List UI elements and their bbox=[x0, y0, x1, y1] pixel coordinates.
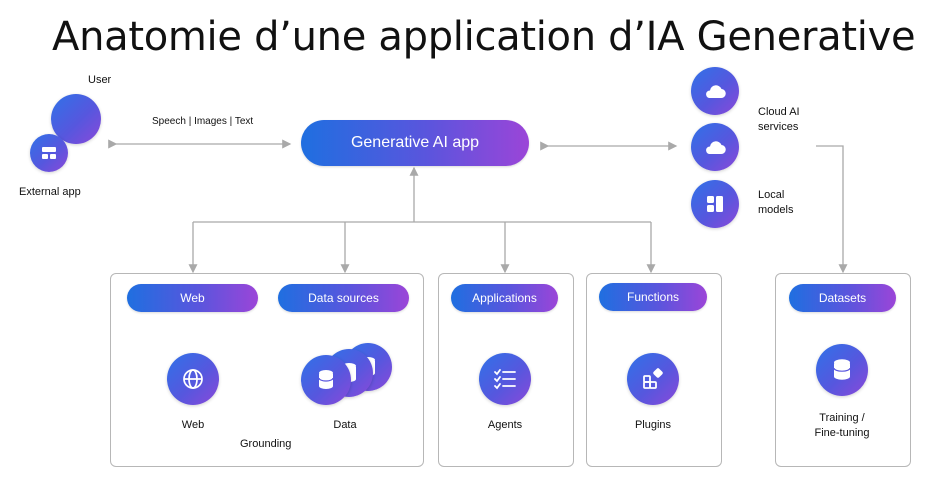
plugins-label: Plugins bbox=[634, 419, 672, 431]
cloud-ai-node-2 bbox=[691, 123, 739, 171]
globe-icon bbox=[183, 369, 203, 389]
plugin-blocks-icon bbox=[643, 368, 663, 389]
user-label: User bbox=[88, 74, 112, 86]
web-node-label: Web bbox=[181, 419, 205, 431]
database-icon bbox=[833, 359, 851, 380]
datasets-label-line2: Fine-tuning bbox=[814, 427, 870, 439]
local-models-label-line1: Local bbox=[758, 189, 785, 201]
database-icon bbox=[318, 370, 334, 389]
user-avatar bbox=[51, 94, 101, 144]
applications-pill: Applications bbox=[451, 284, 558, 312]
cloud-icon bbox=[706, 141, 726, 155]
web-node bbox=[167, 353, 219, 405]
cloud-ai-label-line2: services bbox=[758, 121, 799, 133]
cloud-icon bbox=[706, 85, 726, 99]
cloud-datasets-arrow bbox=[816, 145, 848, 274]
io-modalities-label: Speech | Images | Text bbox=[152, 116, 254, 127]
cloud-ai-node-1 bbox=[691, 67, 739, 115]
agents-label: Agents bbox=[487, 419, 523, 431]
plugins-node bbox=[627, 353, 679, 405]
datasets-node bbox=[816, 344, 868, 396]
external-app-node bbox=[30, 134, 68, 172]
external-app-label: External app bbox=[19, 186, 81, 198]
dashboard-icon bbox=[42, 147, 56, 159]
generative-ai-app-pill: Generative AI app bbox=[301, 120, 529, 166]
functions-pill: Functions bbox=[599, 283, 707, 311]
datasets-label-line1: Training / bbox=[819, 412, 865, 424]
cloud-ai-label-line1: Cloud AI bbox=[758, 106, 800, 118]
local-models-node bbox=[691, 180, 739, 228]
grounding-caption: Grounding bbox=[240, 438, 292, 450]
datasets-pill: Datasets bbox=[789, 284, 896, 312]
data-sources-pill: Data sources bbox=[278, 284, 409, 312]
checklist-icon bbox=[494, 369, 516, 390]
web-pill: Web bbox=[127, 284, 258, 312]
data-node-label: Data bbox=[333, 419, 357, 431]
local-models-label-line2: models bbox=[758, 204, 794, 216]
agents-node bbox=[479, 353, 531, 405]
grid-blocks-icon bbox=[707, 196, 723, 212]
page-title: Anatomie d’une application d’IA Generati… bbox=[52, 14, 916, 60]
data-node-front bbox=[301, 355, 351, 405]
